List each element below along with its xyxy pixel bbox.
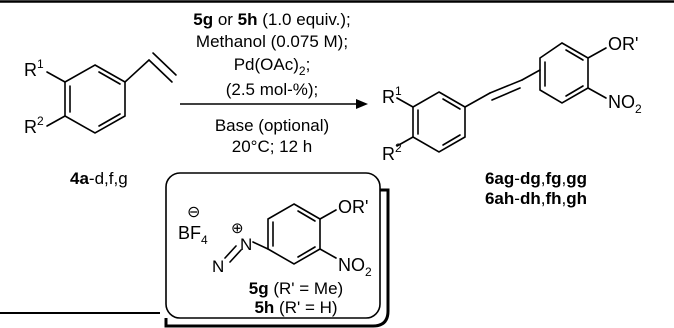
product-r1-label: R1 (382, 84, 402, 107)
arrow-head (356, 99, 368, 109)
product-r2-label: R2 (382, 141, 402, 164)
product-or-label: OR' (608, 34, 638, 54)
condition-base: Base (optional) (215, 116, 329, 135)
tetrafluoroborate-label: BF4 (178, 223, 208, 247)
reagent-box (164, 172, 390, 328)
sm-compound-label: 4a-d,f,g (70, 169, 128, 188)
product-no2-label: NO2 (608, 92, 642, 116)
reagent-no2-label: NO2 (338, 255, 372, 279)
condition-catalyst: Pd(OAc)2; (234, 55, 311, 78)
product-label-line2: 6ah-dh,fh,gh (485, 189, 587, 208)
product-structure (396, 42, 607, 153)
diazonium-n-right: N (240, 235, 252, 254)
condition-loading: (2.5 mol-%); (226, 80, 319, 99)
condition-temp-time: 20°C; 12 h (232, 137, 313, 156)
sm-r1-label: R1 (24, 57, 44, 80)
product-label-line1: 6ag-dg,fg,gg (485, 169, 587, 188)
minus-charge-icon: ⊖ (187, 204, 200, 221)
diazonium-n-left: N (212, 257, 224, 276)
reagent-option-5h: 5h (R' = H) (254, 298, 337, 317)
reagent-box-shadow (164, 188, 390, 328)
condition-reagent: 5g or 5h (1.0 equiv.); (193, 10, 350, 29)
sm-r2-label: R2 (24, 114, 44, 137)
reagent-option-5g: 5g (R' = Me) (249, 279, 343, 298)
reagent-box-frame (165, 172, 381, 319)
reagent-or-label: OR' (338, 197, 368, 217)
starting-material-structure (46, 52, 177, 134)
conditions-below: Base (optional) 20°C; 12 h (215, 116, 329, 156)
conditions-above: 5g or 5h (1.0 equiv.); Methanol (0.075 M… (193, 10, 350, 99)
condition-solvent: Methanol (0.075 M); (196, 32, 348, 51)
plus-charge-icon: ⊕ (231, 220, 244, 237)
